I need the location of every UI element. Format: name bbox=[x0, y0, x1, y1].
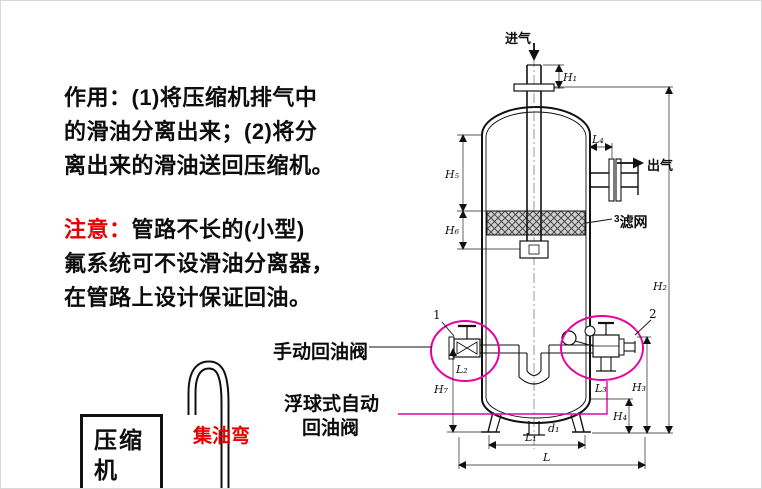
dim-h2: H₂ bbox=[652, 280, 667, 293]
notice-line-3: 在管路上设计保证回油。 bbox=[64, 285, 312, 310]
float-valve-label-line1: 浮球式自动 bbox=[284, 394, 380, 415]
manual-valve-highlight bbox=[430, 320, 500, 382]
part2-leader bbox=[634, 319, 652, 336]
dim-l4: L₄ bbox=[591, 133, 604, 146]
float-valve bbox=[584, 321, 636, 372]
float-valve-label: 浮球式自动 回油阀 bbox=[284, 393, 379, 441]
dimension-labels: H₁ L₄ H₅ H₆ H₇ H₂ H₃ H₄ L₁ L L₂ L₃ d₁ 1 … bbox=[433, 71, 667, 464]
inlet-pipe bbox=[513, 43, 555, 259]
oil-trap-label: 集油弯 bbox=[193, 426, 251, 447]
filter-part-number: 3 bbox=[614, 214, 620, 225]
filter-label-text: 滤网 bbox=[619, 214, 648, 230]
part-number-1: 1 bbox=[433, 308, 441, 322]
bottom-drain bbox=[523, 421, 545, 436]
outlet-pipe bbox=[590, 157, 644, 202]
dim-h1: H₁ bbox=[562, 71, 577, 84]
intro-line-1: 作用：(1)将压缩机排气中 bbox=[64, 85, 318, 110]
dim-h4: H₄ bbox=[612, 410, 627, 423]
dim-h6: H₆ bbox=[444, 224, 460, 237]
intro-line-2: 的滑油分离出来；(2)将分 bbox=[64, 119, 318, 144]
dim-l1: L₁ bbox=[524, 431, 537, 444]
oil-pickup-pipe bbox=[479, 344, 593, 385]
float-valve-label-line2: 回油阀 bbox=[302, 418, 360, 439]
notice-line1-text: 管路不长的(小型) bbox=[131, 217, 305, 242]
support-legs bbox=[481, 411, 591, 433]
dim-h7: H₇ bbox=[433, 383, 449, 396]
float-valve-leader bbox=[398, 381, 608, 415]
manual-valve bbox=[448, 324, 481, 360]
vessel-shell bbox=[481, 106, 591, 424]
intro-line-3: 离出来的滑油送回压缩机。 bbox=[64, 153, 335, 178]
notice-line-2: 氟系统可不设滑油分离器， bbox=[64, 247, 334, 281]
oil-trap-pipe bbox=[187, 360, 230, 488]
dim-h5: H₅ bbox=[444, 168, 460, 181]
compressor-box: 压缩机 bbox=[80, 414, 163, 488]
leader-lines bbox=[369, 319, 652, 415]
dim-h3: H₃ bbox=[631, 381, 646, 394]
outlet-label: 出气 bbox=[647, 158, 674, 173]
filter-label: 3滤网 bbox=[614, 212, 648, 232]
part1-leader bbox=[441, 321, 455, 337]
notice-keyword: 注意： bbox=[64, 217, 132, 242]
notice-line-1: 注意：管路不长的(小型) bbox=[64, 213, 334, 247]
dim-l2: L₂ bbox=[455, 363, 468, 376]
dim-d1: d₁ bbox=[548, 422, 559, 435]
part-number-2: 2 bbox=[649, 307, 657, 321]
notice-bold-term: 氟系统 bbox=[64, 251, 132, 276]
notice-line2-text: 可不设滑油分离器， bbox=[131, 251, 335, 276]
manual-valve-label: 手动回油阀 bbox=[273, 342, 369, 363]
dim-l3: L₃ bbox=[594, 382, 607, 395]
inlet-label: 进气 bbox=[505, 31, 532, 46]
dimension-lines bbox=[447, 64, 673, 469]
dim-l: L bbox=[542, 451, 550, 464]
filter-screen bbox=[486, 210, 613, 236]
intro-paragraph: 作用：(1)将压缩机排气中 的滑油分离出来；(2)将分 离出来的滑油送回压缩机。 bbox=[64, 81, 334, 183]
notice-paragraph: 注意：管路不长的(小型) 氟系统可不设滑油分离器， 在管路上设计保证回油。 bbox=[64, 213, 334, 315]
